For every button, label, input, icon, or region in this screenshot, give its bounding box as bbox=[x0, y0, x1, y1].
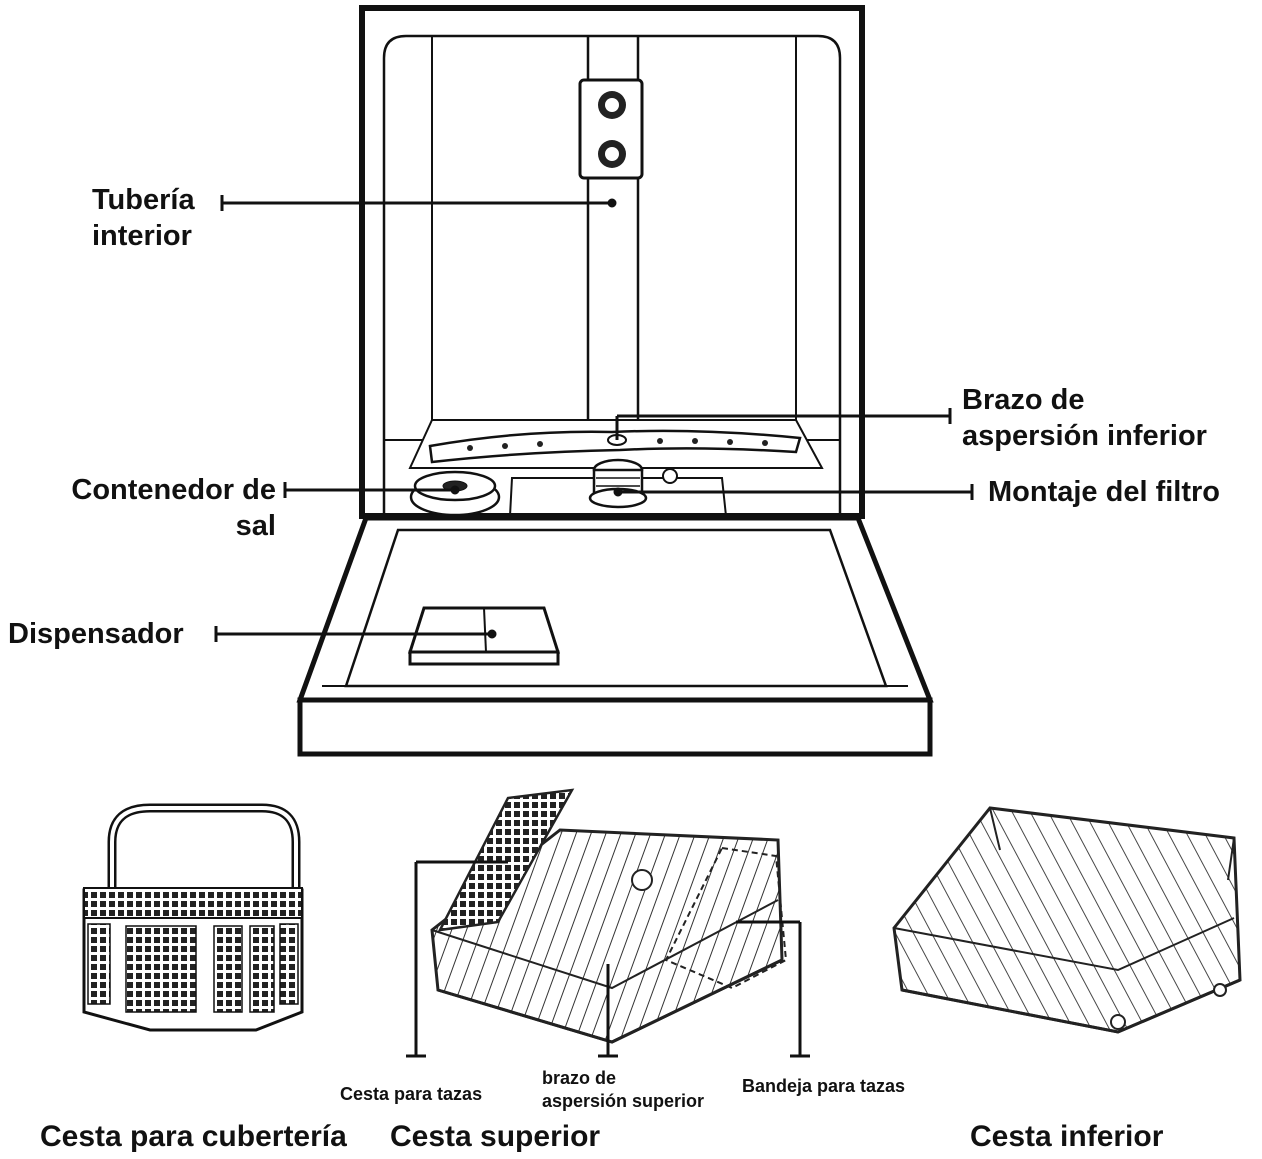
label-lower-spray-arm-line2: aspersión inferior bbox=[962, 418, 1207, 454]
label-salt-container-line1: Contenedor de bbox=[36, 472, 276, 508]
dishwasher-door bbox=[300, 518, 930, 754]
label-salt-container-line2: sal bbox=[36, 508, 276, 544]
label-filter-assembly: Montaje del filtro bbox=[988, 474, 1220, 510]
label-upper-spray-arm-line1: brazo de bbox=[542, 1067, 704, 1090]
cutlery-basket-shape bbox=[84, 808, 302, 1030]
label-cup-tray: Bandeja para tazas bbox=[742, 1075, 905, 1098]
caption-upper-basket: Cesta superior bbox=[390, 1118, 600, 1156]
dispenser-shape bbox=[410, 608, 558, 664]
label-salt-container: Contenedor de sal bbox=[36, 472, 276, 545]
label-dispenser: Dispensador bbox=[8, 616, 184, 652]
lower-basket-shape bbox=[894, 808, 1240, 1032]
pipe-connector bbox=[580, 80, 642, 178]
label-upper-spray-arm-line2: aspersión superior bbox=[542, 1090, 704, 1113]
caption-lower-basket: Cesta inferior bbox=[970, 1118, 1163, 1156]
caption-cutlery-basket: Cesta para cubertería bbox=[40, 1118, 347, 1156]
label-lower-spray-arm: Brazo de aspersión inferior bbox=[962, 382, 1207, 455]
label-inner-pipe-line2: interior bbox=[92, 218, 195, 254]
label-inner-pipe-line1: Tubería bbox=[92, 182, 195, 218]
label-inner-pipe: Tubería interior bbox=[92, 182, 195, 255]
label-upper-spray-arm: brazo de aspersión superior bbox=[542, 1067, 704, 1112]
leader-lines bbox=[216, 195, 972, 642]
label-lower-spray-arm-line1: Brazo de bbox=[962, 382, 1207, 418]
label-cup-basket: Cesta para tazas bbox=[340, 1083, 482, 1106]
